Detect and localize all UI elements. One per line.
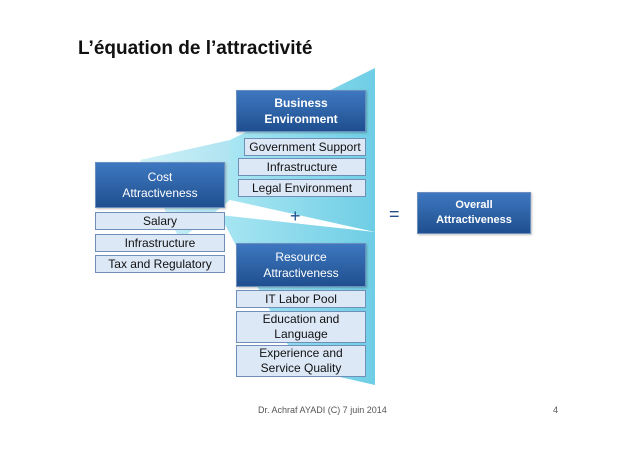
business-item: Legal Environment — [238, 179, 366, 197]
plus-operator: + — [290, 206, 301, 226]
resource-attractiveness-header: Resource Attractiveness — [236, 243, 366, 287]
business-item: Infrastructure — [238, 158, 366, 176]
resource-item: IT Labor Pool — [236, 290, 366, 308]
business-item: Government Support — [244, 138, 366, 156]
cost-item: Salary — [95, 212, 225, 230]
equals-operator: = — [389, 204, 400, 224]
overall-attractiveness-box: Overall Attractiveness — [417, 192, 531, 234]
resource-item: Experience and Service Quality — [236, 345, 366, 377]
footer-author: Dr. Achraf AYADI (C) 7 juin 2014 — [258, 405, 387, 415]
cost-attractiveness-header: Cost Attractiveness — [95, 162, 225, 208]
page-title: L’équation de l’attractivité — [78, 38, 313, 59]
cost-item: Tax and Regulatory — [95, 255, 225, 273]
page-number: 4 — [553, 405, 559, 415]
cost-item: Infrastructure — [95, 234, 225, 252]
business-environment-header: Business Environment — [236, 90, 366, 132]
resource-item: Education and Language — [236, 311, 366, 343]
